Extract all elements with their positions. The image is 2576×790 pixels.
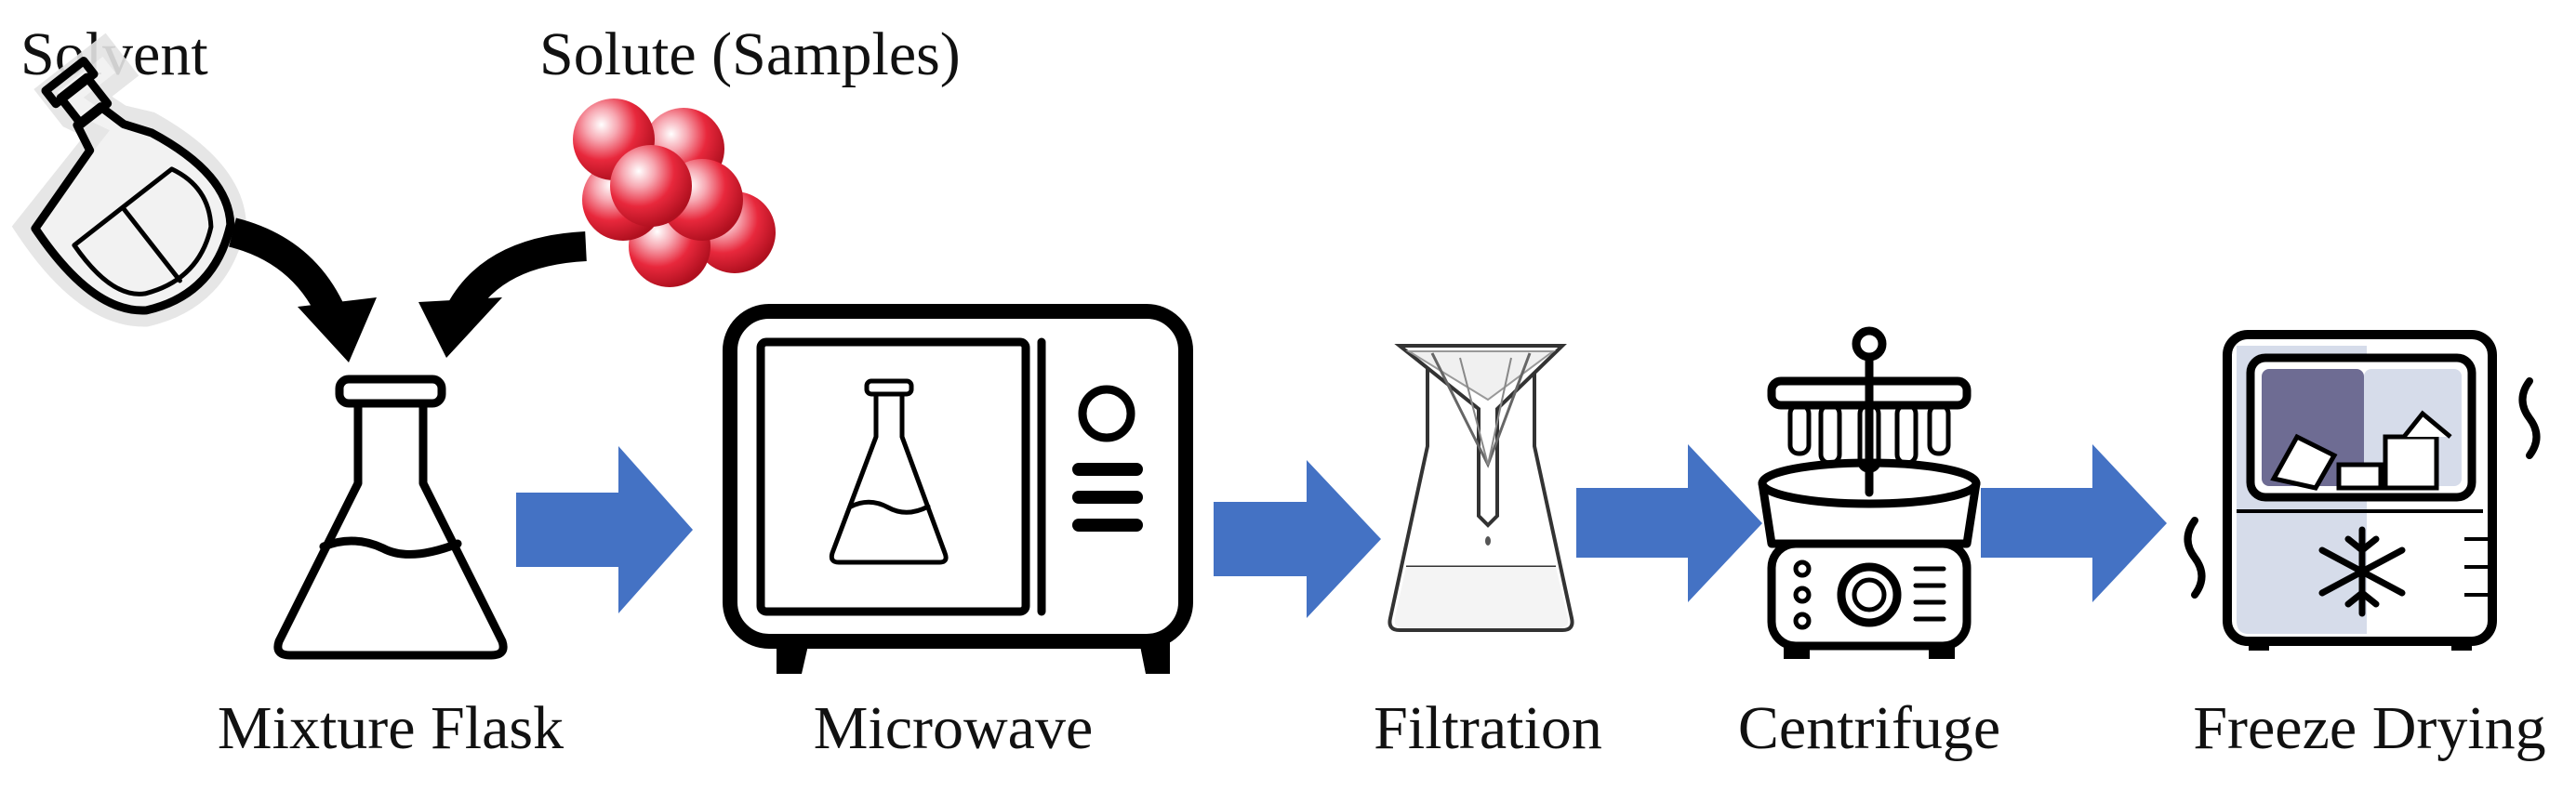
solute-spheres-icon bbox=[573, 99, 776, 287]
solute-label: Solute (Samples) bbox=[539, 20, 961, 88]
snowflake-icon bbox=[2318, 526, 2406, 617]
freeze-dryer-icon bbox=[2184, 330, 2541, 651]
solvent-bottle-icon bbox=[11, 33, 246, 327]
solvent-to-flask-arrow bbox=[228, 217, 377, 362]
step-label-mixture-flask: Mixture Flask bbox=[218, 694, 564, 762]
step-label-filtration: Filtration bbox=[1374, 694, 1602, 762]
step-label-microwave: Microwave bbox=[814, 694, 1094, 762]
step-label-centrifuge: Centrifuge bbox=[1738, 694, 2000, 762]
step-label-freeze-drying: Freeze Drying bbox=[2193, 694, 2545, 762]
flow-arrow-3 bbox=[1576, 444, 1762, 602]
flow-arrow-4 bbox=[1981, 444, 2167, 602]
mixture-flask-icon bbox=[273, 375, 508, 660]
flow-arrow-1 bbox=[516, 446, 693, 613]
solute-to-flask-arrow bbox=[418, 231, 588, 358]
centrifuge-icon bbox=[1758, 326, 1981, 659]
flow-arrow-2 bbox=[1214, 460, 1381, 618]
filter-funnel-flask-icon bbox=[1388, 344, 1574, 632]
microwave-oven-icon bbox=[723, 304, 1193, 674]
